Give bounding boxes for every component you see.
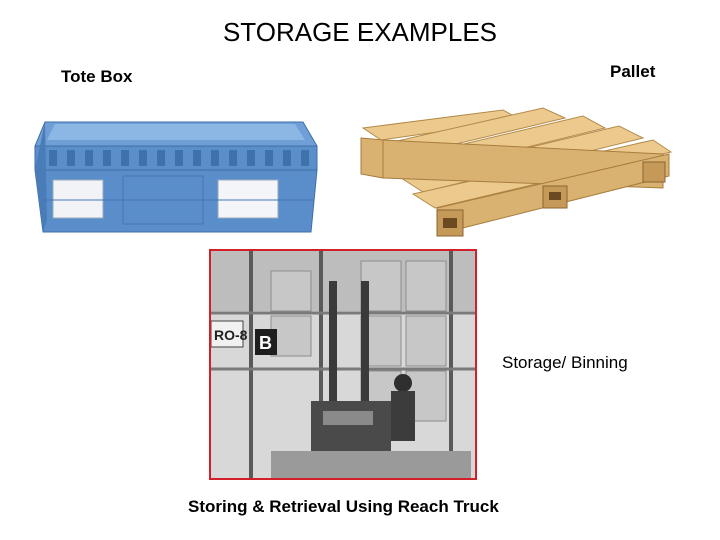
tote-box-image: [34, 121, 318, 233]
warehouse-scene: RO-8 B: [211, 251, 475, 478]
reach-truck-caption: Storing & Retrieval Using Reach Truck: [188, 497, 499, 516]
tote-box-label: Tote Box: [61, 67, 133, 86]
rack-letter-text: B: [259, 333, 272, 353]
storage-binning-label: Storage/ Binning: [502, 353, 628, 372]
pallet-image: [360, 107, 673, 237]
pallet-label: Pallet: [610, 62, 656, 81]
slide-title: STORAGE EXAMPLES: [222, 17, 498, 47]
reach-truck-photo: RO-8 B: [209, 249, 477, 480]
rack-sign-text: RO-8: [214, 327, 248, 343]
